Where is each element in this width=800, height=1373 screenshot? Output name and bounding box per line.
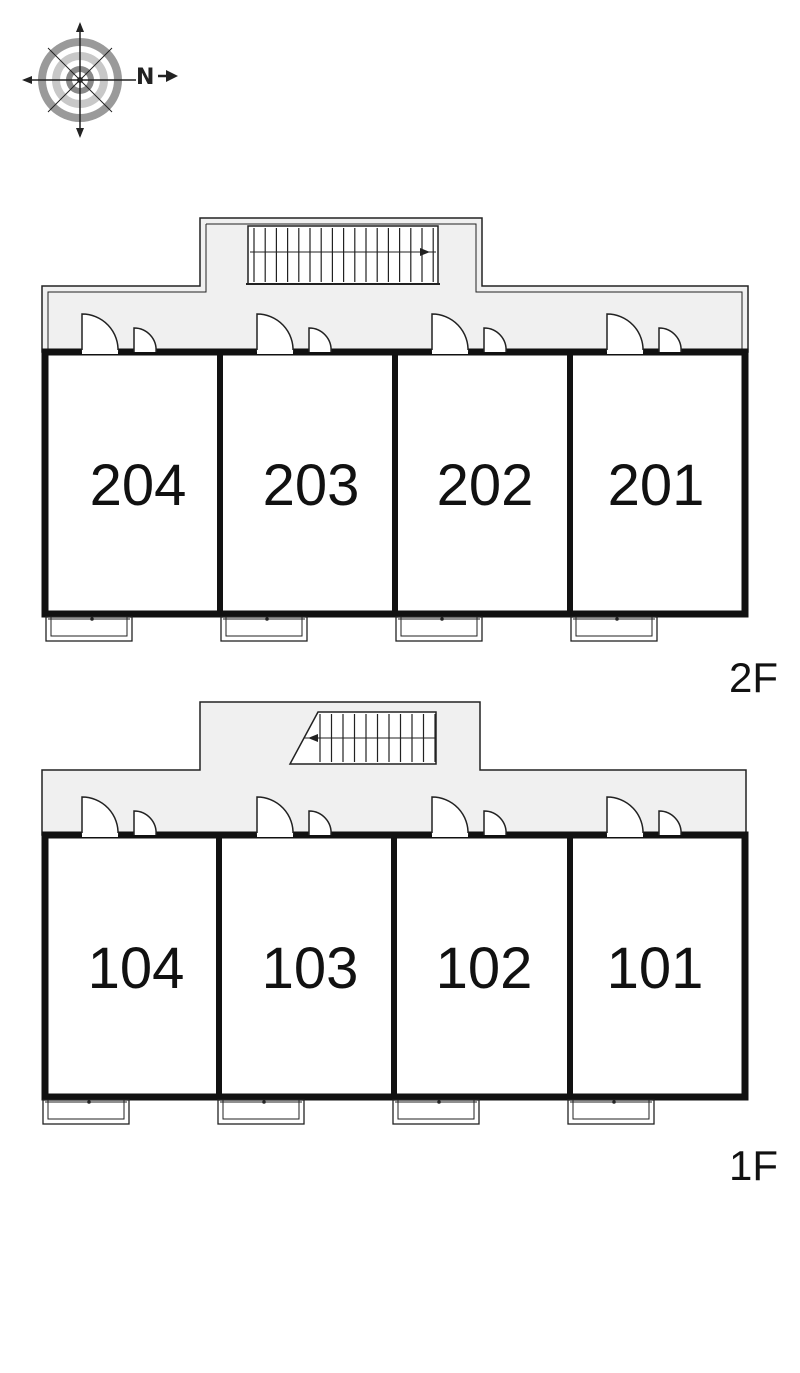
- door-swing-icon: [256, 796, 332, 837]
- staircase-2f: [246, 225, 440, 285]
- floor-label-2f: 2F: [729, 654, 778, 701]
- door-swing-icon: [256, 313, 332, 354]
- unit-number-204: 204: [90, 453, 187, 518]
- door-swing-icon: [606, 796, 682, 837]
- balcony-icon: [570, 616, 658, 642]
- unit-number-102: 102: [436, 936, 533, 1001]
- balcony-icon: [220, 616, 308, 642]
- unit-number-202: 202: [437, 453, 534, 518]
- compass-rose-icon: N: [22, 22, 178, 138]
- balcony-icon: [567, 1099, 655, 1125]
- north-label: N: [136, 65, 154, 90]
- balcony-icon: [45, 616, 133, 642]
- balcony-icon: [392, 1099, 480, 1125]
- unit-number-104: 104: [88, 936, 185, 1001]
- staircase-1f: [288, 711, 437, 765]
- unit-number-203: 203: [263, 453, 360, 518]
- door-swing-icon: [81, 796, 157, 837]
- unit-number-103: 103: [262, 936, 359, 1001]
- door-swing-icon: [431, 796, 507, 837]
- floor-1f-plan: [41, 701, 749, 1101]
- unit-number-101: 101: [607, 936, 704, 1001]
- door-swing-icon: [606, 313, 682, 354]
- door-swing-icon: [431, 313, 507, 354]
- balcony-icon: [42, 1099, 130, 1125]
- door-swing-icon: [81, 313, 157, 354]
- floor-label-1f: 1F: [729, 1142, 778, 1189]
- balcony-icon: [217, 1099, 305, 1125]
- balcony-icon: [395, 616, 483, 642]
- unit-number-201: 201: [608, 453, 705, 518]
- floor-2f-plan: [41, 217, 749, 618]
